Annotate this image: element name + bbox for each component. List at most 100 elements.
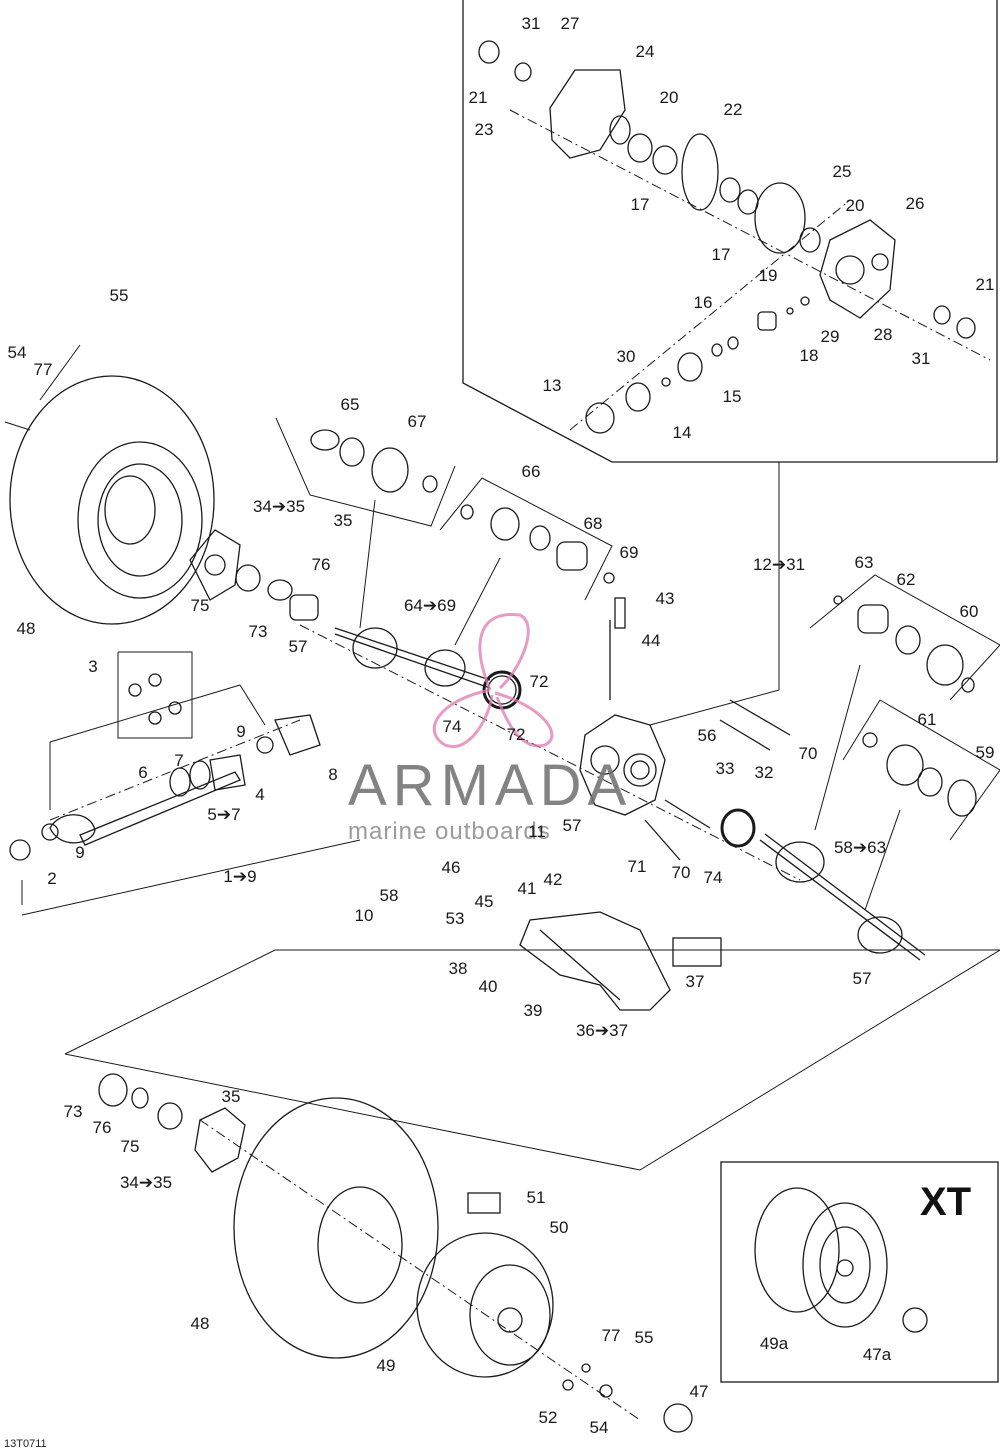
callout-label: 4 bbox=[255, 785, 265, 804]
callout-label: 33 bbox=[715, 759, 735, 778]
callout-label: 42 bbox=[543, 870, 563, 889]
watermark-tagline: marine outboards bbox=[348, 818, 551, 845]
watermark-brand: ARMADA bbox=[348, 753, 633, 818]
callout-label: 6 bbox=[138, 763, 148, 782]
callout-label: 68 bbox=[583, 514, 603, 533]
callout-label: 15 bbox=[722, 387, 742, 406]
callout-label: 55 bbox=[109, 286, 129, 305]
callout-label: 31 bbox=[911, 349, 931, 368]
callout-label: 35 bbox=[221, 1087, 241, 1106]
callout-label: 26 bbox=[905, 194, 925, 213]
callout-label: 74 bbox=[442, 717, 462, 736]
callout-label: 75 bbox=[190, 596, 210, 615]
xt-wheel bbox=[754, 1187, 928, 1333]
callout-label: 21 bbox=[468, 88, 488, 107]
callout-label: 76 bbox=[311, 555, 331, 574]
callout-label: 21 bbox=[975, 275, 995, 294]
callout-label: 52 bbox=[538, 1408, 558, 1427]
callout-label: 2 bbox=[47, 869, 57, 888]
callout-label: 19 bbox=[758, 266, 778, 285]
right-drive-shaft bbox=[720, 808, 926, 961]
callout-label: 43 bbox=[655, 589, 675, 608]
callout-label: 75 bbox=[120, 1137, 140, 1156]
callout-label: 35 bbox=[333, 511, 353, 530]
callout-label: 76 bbox=[92, 1118, 112, 1137]
callout-label: 18 bbox=[799, 346, 819, 365]
callout-label: 39 bbox=[523, 1001, 543, 1020]
callout-label: 34➔35 bbox=[252, 497, 306, 516]
callout-label: 51 bbox=[526, 1188, 546, 1207]
inset-title: XT bbox=[920, 1180, 972, 1224]
callout-label: 72 bbox=[506, 725, 526, 744]
callout-label: 32 bbox=[754, 763, 774, 782]
callout-label: 1➔9 bbox=[223, 867, 257, 886]
callout-label: 37 bbox=[685, 972, 705, 991]
callout-label: 47a bbox=[862, 1345, 892, 1364]
callout-label: 49a bbox=[759, 1334, 789, 1353]
callout-label: 47 bbox=[689, 1382, 709, 1401]
callout-label: 23 bbox=[474, 120, 494, 139]
callout-label: 56 bbox=[697, 726, 717, 745]
boot-kit-upper bbox=[310, 429, 615, 584]
callout-label: 17 bbox=[711, 245, 731, 264]
callout-label: 20 bbox=[659, 88, 679, 107]
callout-label: 46 bbox=[441, 858, 461, 877]
callout-label: 59 bbox=[975, 743, 995, 762]
callout-label: 3 bbox=[88, 657, 98, 676]
callout-label: 22 bbox=[723, 100, 743, 119]
differential-inset-frame bbox=[462, 0, 998, 463]
callout-label: 5➔7 bbox=[207, 805, 241, 824]
callout-label: 57 bbox=[562, 816, 582, 835]
callout-label: 54 bbox=[589, 1418, 609, 1437]
callout-label: 74 bbox=[703, 868, 723, 887]
callout-label: 20 bbox=[845, 196, 865, 215]
callout-label: 38 bbox=[448, 959, 468, 978]
callout-label: 30 bbox=[616, 347, 636, 366]
callout-label: 49 bbox=[376, 1356, 396, 1375]
callout-label: 27 bbox=[560, 14, 580, 33]
callout-label: 67 bbox=[407, 412, 427, 431]
callout-label: 57 bbox=[852, 969, 872, 988]
xt-inset-frame bbox=[720, 1161, 999, 1383]
callout-label: 53 bbox=[445, 909, 465, 928]
callout-label: 73 bbox=[248, 622, 268, 641]
callout-label: 9 bbox=[236, 722, 246, 741]
callout-label: 12➔31 bbox=[752, 555, 806, 574]
callout-label: 13 bbox=[542, 376, 562, 395]
callout-label: 54 bbox=[7, 343, 27, 362]
callout-label: 44 bbox=[641, 631, 661, 650]
diagram-code: 13T0711 bbox=[4, 1438, 47, 1450]
boot-kit-right bbox=[833, 595, 977, 817]
callout-label: 34➔35 bbox=[119, 1173, 173, 1192]
callout-label: 29 bbox=[820, 327, 840, 346]
callout-label: 57 bbox=[288, 637, 308, 656]
callout-label: 55 bbox=[634, 1328, 654, 1347]
callout-label: 70 bbox=[671, 863, 691, 882]
callout-label: 50 bbox=[549, 1218, 569, 1237]
callout-label: 45 bbox=[474, 892, 494, 911]
hub-lower bbox=[98, 1073, 246, 1173]
group-lines bbox=[4, 344, 1000, 1171]
callout-label: 14 bbox=[672, 423, 692, 442]
splash-guard bbox=[519, 911, 722, 1011]
callout-label: 64➔69 bbox=[403, 596, 457, 615]
callout-label: 61 bbox=[917, 710, 937, 729]
callout-label: 41 bbox=[517, 879, 537, 898]
watermark-propeller bbox=[432, 612, 554, 749]
callout-label: 69 bbox=[619, 543, 639, 562]
rim-lower bbox=[416, 1192, 554, 1378]
callout-label: 36➔37 bbox=[575, 1021, 629, 1040]
callout-label: 8 bbox=[328, 765, 338, 784]
callout-label: 24 bbox=[635, 42, 655, 61]
callout-label: 60 bbox=[959, 602, 979, 621]
callout-label: 10 bbox=[354, 906, 374, 925]
propeller-shaft bbox=[9, 673, 321, 861]
callout-label: 25 bbox=[832, 162, 852, 181]
callout-label: 73 bbox=[63, 1102, 83, 1121]
callout-label: 66 bbox=[521, 462, 541, 481]
callout-label: 77 bbox=[33, 360, 53, 379]
callout-label: 31 bbox=[521, 14, 541, 33]
callout-label: 58 bbox=[379, 886, 399, 905]
callout-label: 65 bbox=[340, 395, 360, 414]
